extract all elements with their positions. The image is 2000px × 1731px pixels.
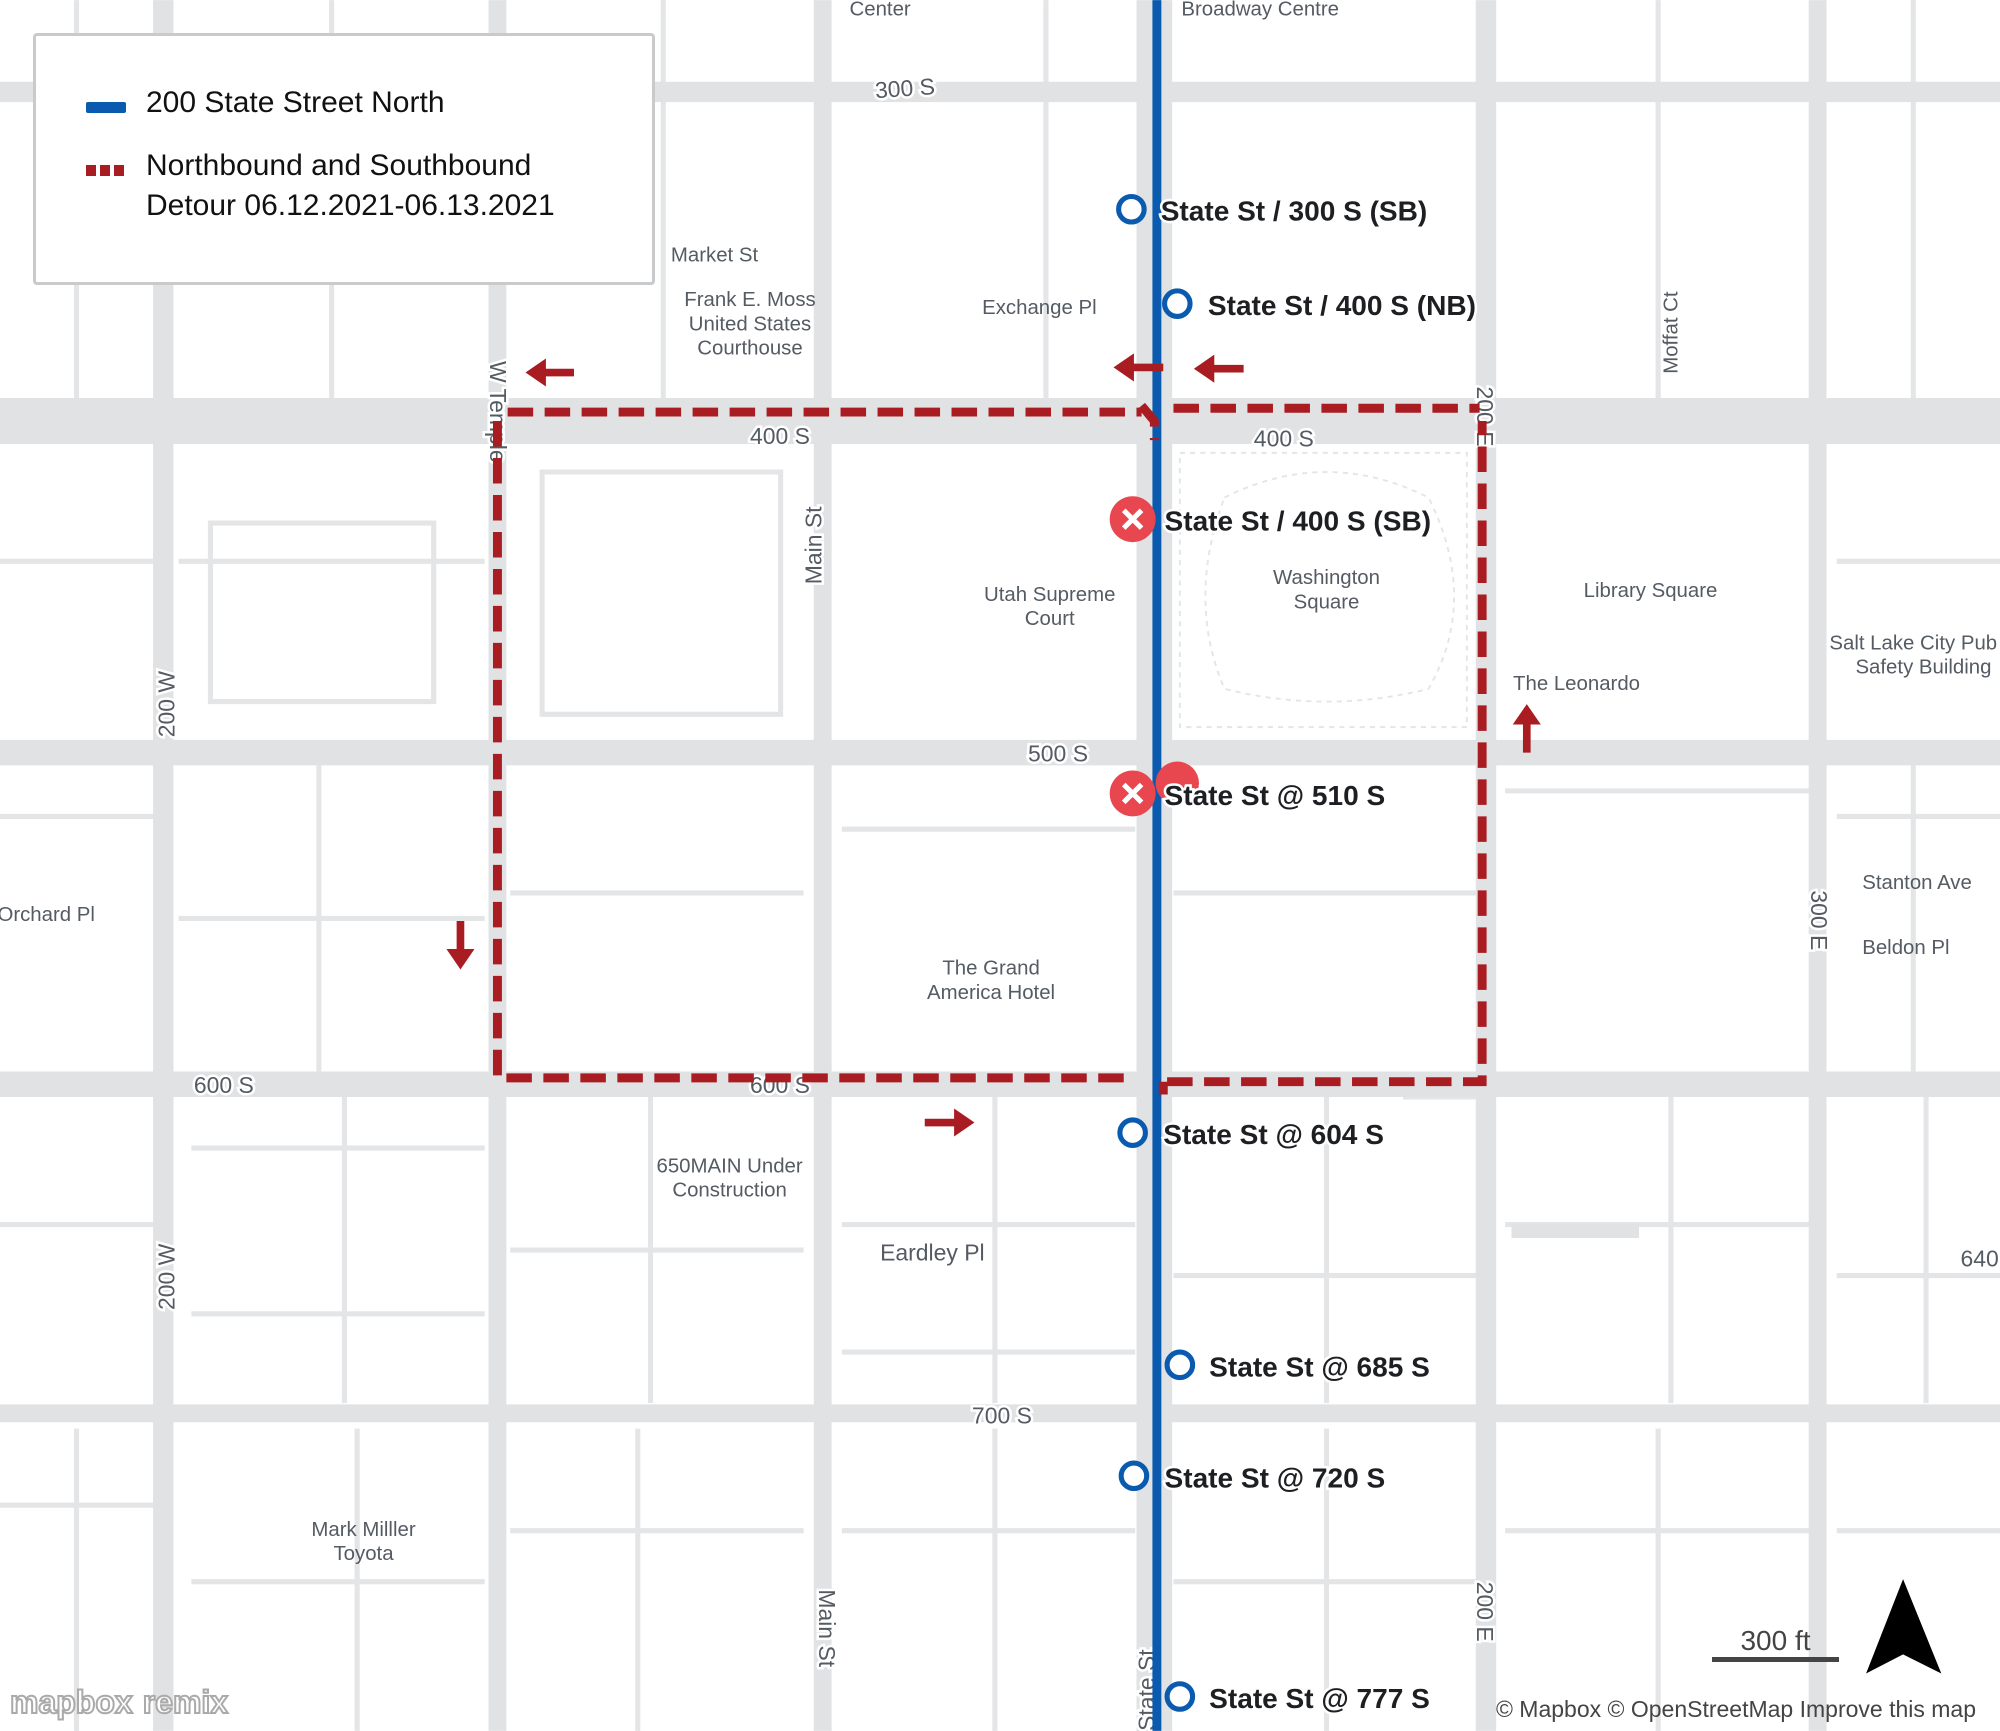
label-main-st: Main St [800,506,826,584]
stop-label: State St @ 720 S [1165,1462,1386,1493]
north-arrow-icon [1866,1579,1942,1674]
place-650main: 650MAIN Under [656,1155,802,1177]
label-600-s: 600 S [194,1072,254,1098]
park-paths [1178,451,1468,729]
place-washington-square: Square [1294,591,1360,613]
place-safety-building: Safety Building [1855,657,1991,679]
stop-circle-icon [1117,1117,1148,1149]
label-moffat-ct: Moffat Ct [1660,291,1682,374]
stop-label: State St / 400 S (SB) [1165,506,1432,537]
bus-stop[interactable]: State St @ 685 S [1164,1349,1432,1385]
place-courthouse: Courthouse [697,338,802,360]
place-supreme-court: Utah Supreme [984,584,1115,606]
stop-label: State St @ 604 S [1163,1119,1384,1150]
stop-label: State St @ 685 S [1209,1351,1430,1382]
bus-stop[interactable]: State St @ 720 S [1118,1460,1388,1496]
mapbox-logo[interactable]: mapbox [9,1683,134,1721]
arrow-up-icon [1512,704,1541,753]
logos[interactable]: mapbox remix [9,1683,229,1721]
label-700-s: 700 S [972,1403,1032,1429]
label-200-e: 200 E [1472,387,1498,447]
attribution[interactable]: © Mapbox © OpenStreetMap Improve this ma… [1495,1696,1976,1722]
arrow-left-icon [1113,353,1164,382]
place-library-square: Library Square [1584,580,1718,602]
label-200-w: 200 W [154,671,180,738]
legend-item-route: 200 State Street North [86,86,445,120]
legend-item-detour: Northbound and Southbound Detour 06.12.2… [86,149,555,223]
arrow-left-icon [525,358,574,387]
place-washington-square: Washington [1273,567,1380,589]
map-legend: 200 State Street North Northbound and So… [33,33,655,285]
place-center: Center [850,0,911,20]
label-stanton-ave: Stanton Ave [1862,872,1972,894]
place-grand-america: America Hotel [927,982,1055,1004]
bus-stop[interactable]: State St / 400 S (NB) [1161,288,1479,324]
arrow-down-icon [446,920,475,970]
place-toyota: Toyota [333,1543,394,1565]
place-courthouse: Frank E. Moss [684,289,815,311]
solid-line-swatch-icon [86,102,126,113]
stop-label: State St / 300 S (SB) [1161,196,1428,227]
stop-label: State St @ 777 S [1209,1683,1430,1714]
stop-circle-icon [1164,1349,1196,1381]
label-200-w: 200 W [154,1243,180,1310]
label-400-s: 400 S [1254,425,1314,451]
label-beldon-pl: Beldon Pl [1862,937,1949,959]
stop-circle-icon [1118,1460,1150,1492]
place-the-leonardo: The Leonardo [1513,673,1640,695]
place-650main: Construction [672,1179,786,1201]
label-200-e: 200 E [1472,1582,1498,1642]
stop-circle-icon [1116,193,1147,225]
place-toyota: Mark Milller [311,1519,415,1541]
closed-stop[interactable]: State St @ 510 S [1109,761,1388,817]
label-main-st: Main St [814,1589,840,1667]
label-w-temple: W Temple [485,361,511,463]
stop-label: State St @ 510 S [1165,780,1386,811]
street-labels: 300 S 400 S 400 S 500 S 600 S 600 S 700 … [0,71,2000,1731]
arrow-right-icon [924,1108,975,1137]
legend-label: 200 State Street North [146,86,445,119]
label-300-s: 300 S [874,73,936,103]
label-exchange-pl: Exchange Pl [982,297,1097,319]
place-courthouse: United States [689,313,811,335]
legend-label: Detour 06.12.2021-06.13.2021 [146,189,555,222]
closed-stop[interactable]: State St / 400 S (SB) [1109,496,1434,543]
label-eardley-pl: Eardley Pl [880,1239,985,1265]
place-grand-america: The Grand [942,958,1039,980]
stop-label: State St / 400 S (NB) [1208,290,1476,321]
label-500-s: 500 S [1028,741,1088,767]
label-400-s: 400 S [750,423,810,449]
label-orchard-pl: Orchard Pl [0,904,95,926]
stop-circle-icon [1161,288,1193,319]
arrow-left-icon [1193,354,1244,383]
place-supreme-court: Court [1025,608,1075,630]
stop-circle-icon [1164,1681,1196,1712]
place-labels: Center Broadway Centre Frank E. Moss Uni… [311,0,1997,1565]
direction-arrows [446,353,1541,1137]
place-broadway-centre: Broadway Centre [1181,0,1339,20]
scale-bar: 300 ft [1712,1625,1839,1662]
label-300-e: 300 E [1806,890,1832,950]
dashed-line-swatch-icon [86,165,126,176]
bus-stop[interactable]: State St / 300 S (SB) [1116,193,1430,229]
place-safety-building: Salt Lake City Pub [1829,632,1997,654]
closed-x-icon [1155,761,1199,805]
detour-route[interactable] [492,402,1487,1095]
bus-stop[interactable]: State St @ 604 S [1117,1117,1386,1153]
stops: State St / 300 S (SB) State St / 400 S (… [1109,193,1479,1717]
label-640: 640 [1960,1246,1998,1272]
remix-logo[interactable]: remix [142,1683,229,1721]
label-market-st: Market St [671,245,759,267]
bus-stop[interactable]: State St @ 777 S [1164,1680,1432,1717]
legend-label: Northbound and Southbound [146,149,532,182]
